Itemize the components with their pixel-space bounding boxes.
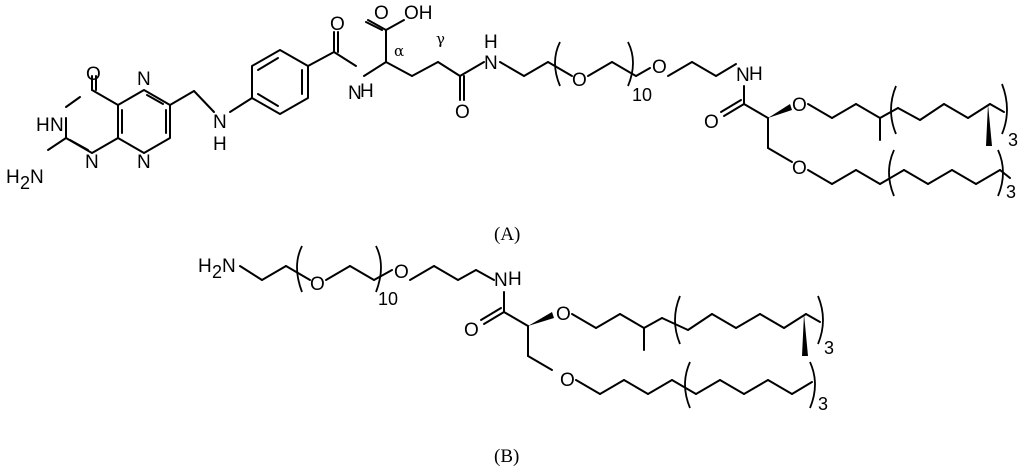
carboxylic-oxygen: O <box>374 3 389 24</box>
glutamate <box>363 19 485 101</box>
nh-n-b: N <box>494 270 508 291</box>
alpha-label: α <box>394 42 404 60</box>
alkyl-chain-lower-b <box>575 361 816 409</box>
amine-subscript: 2 <box>20 173 30 193</box>
upper-repeat-count: 3 <box>1008 130 1018 150</box>
peg-oxygen-1-b: O <box>310 274 325 295</box>
lipid-headgroup-b <box>475 269 554 371</box>
peg-chain <box>499 41 737 87</box>
lipid-amide-oxygen: O <box>704 112 719 133</box>
ring-n-bottom-right: N <box>137 152 151 173</box>
gamma-label: γ <box>436 30 445 48</box>
phytanyl-chain-upper <box>807 83 1008 146</box>
panel-label-a: (A) <box>494 224 520 245</box>
structure-b: H 2 N O 10 O N H <box>198 245 834 467</box>
alkyl-chain-lower <box>807 149 1011 197</box>
lipid-headgroup <box>720 85 793 163</box>
peg-chain-b <box>239 245 477 293</box>
peg-nh-h: H <box>484 32 498 53</box>
peg-oxygen-2: O <box>652 57 667 78</box>
amine-n-b: N <box>222 256 236 277</box>
upper-repeat-count-b: 3 <box>824 338 834 358</box>
lipid-nh-n: N <box>736 65 750 86</box>
amine-h: H <box>6 167 20 188</box>
amine-subscript-b: 2 <box>212 262 222 282</box>
amine-n: N <box>30 167 44 188</box>
ring-nh-h: H <box>36 115 50 136</box>
linker-nh-h: H <box>213 134 227 155</box>
gamma-amide-oxygen: O <box>455 102 470 123</box>
amine-h-b: H <box>198 256 212 277</box>
carbonyl-oxygen: O <box>86 64 101 85</box>
peg-repeat-count: 10 <box>632 85 652 105</box>
peg-repeat-count-b: 10 <box>378 289 398 309</box>
ring-n-top: N <box>137 69 151 90</box>
glutamate-nh-n: N <box>348 83 362 104</box>
structure-a: O H N H 2 N N N N N H O <box>6 3 1018 245</box>
lower-repeat-count-b: 3 <box>818 394 828 414</box>
nh-h-b: H <box>508 269 522 290</box>
ether-oxygen-1-b: O <box>556 304 571 325</box>
glutamate-nh-h: H <box>360 81 374 102</box>
ether-oxygen-2: O <box>792 158 807 179</box>
amide-oxygen-b: O <box>464 320 479 341</box>
peg-nh-n: N <box>484 53 498 74</box>
peg-oxygen-1: O <box>572 70 587 91</box>
lower-repeat-count: 3 <box>1006 182 1016 202</box>
linker-nh-n: N <box>213 112 227 133</box>
ring-nh-n: N <box>50 115 64 136</box>
phytanyl-chain-upper-b <box>571 295 824 356</box>
ring-n-bottom-left: N <box>85 152 99 173</box>
ether-oxygen-2-b: O <box>560 370 575 391</box>
benzene-ring <box>229 31 357 115</box>
benzamide-oxygen: O <box>330 14 345 35</box>
panel-label-b: (B) <box>494 446 519 467</box>
lipid-nh-h: H <box>749 64 763 85</box>
pteridine-ring <box>47 75 215 154</box>
hydroxyl: OH <box>404 3 433 24</box>
peg-oxygen-2-b: O <box>394 262 409 283</box>
ether-oxygen-1: O <box>792 95 807 116</box>
